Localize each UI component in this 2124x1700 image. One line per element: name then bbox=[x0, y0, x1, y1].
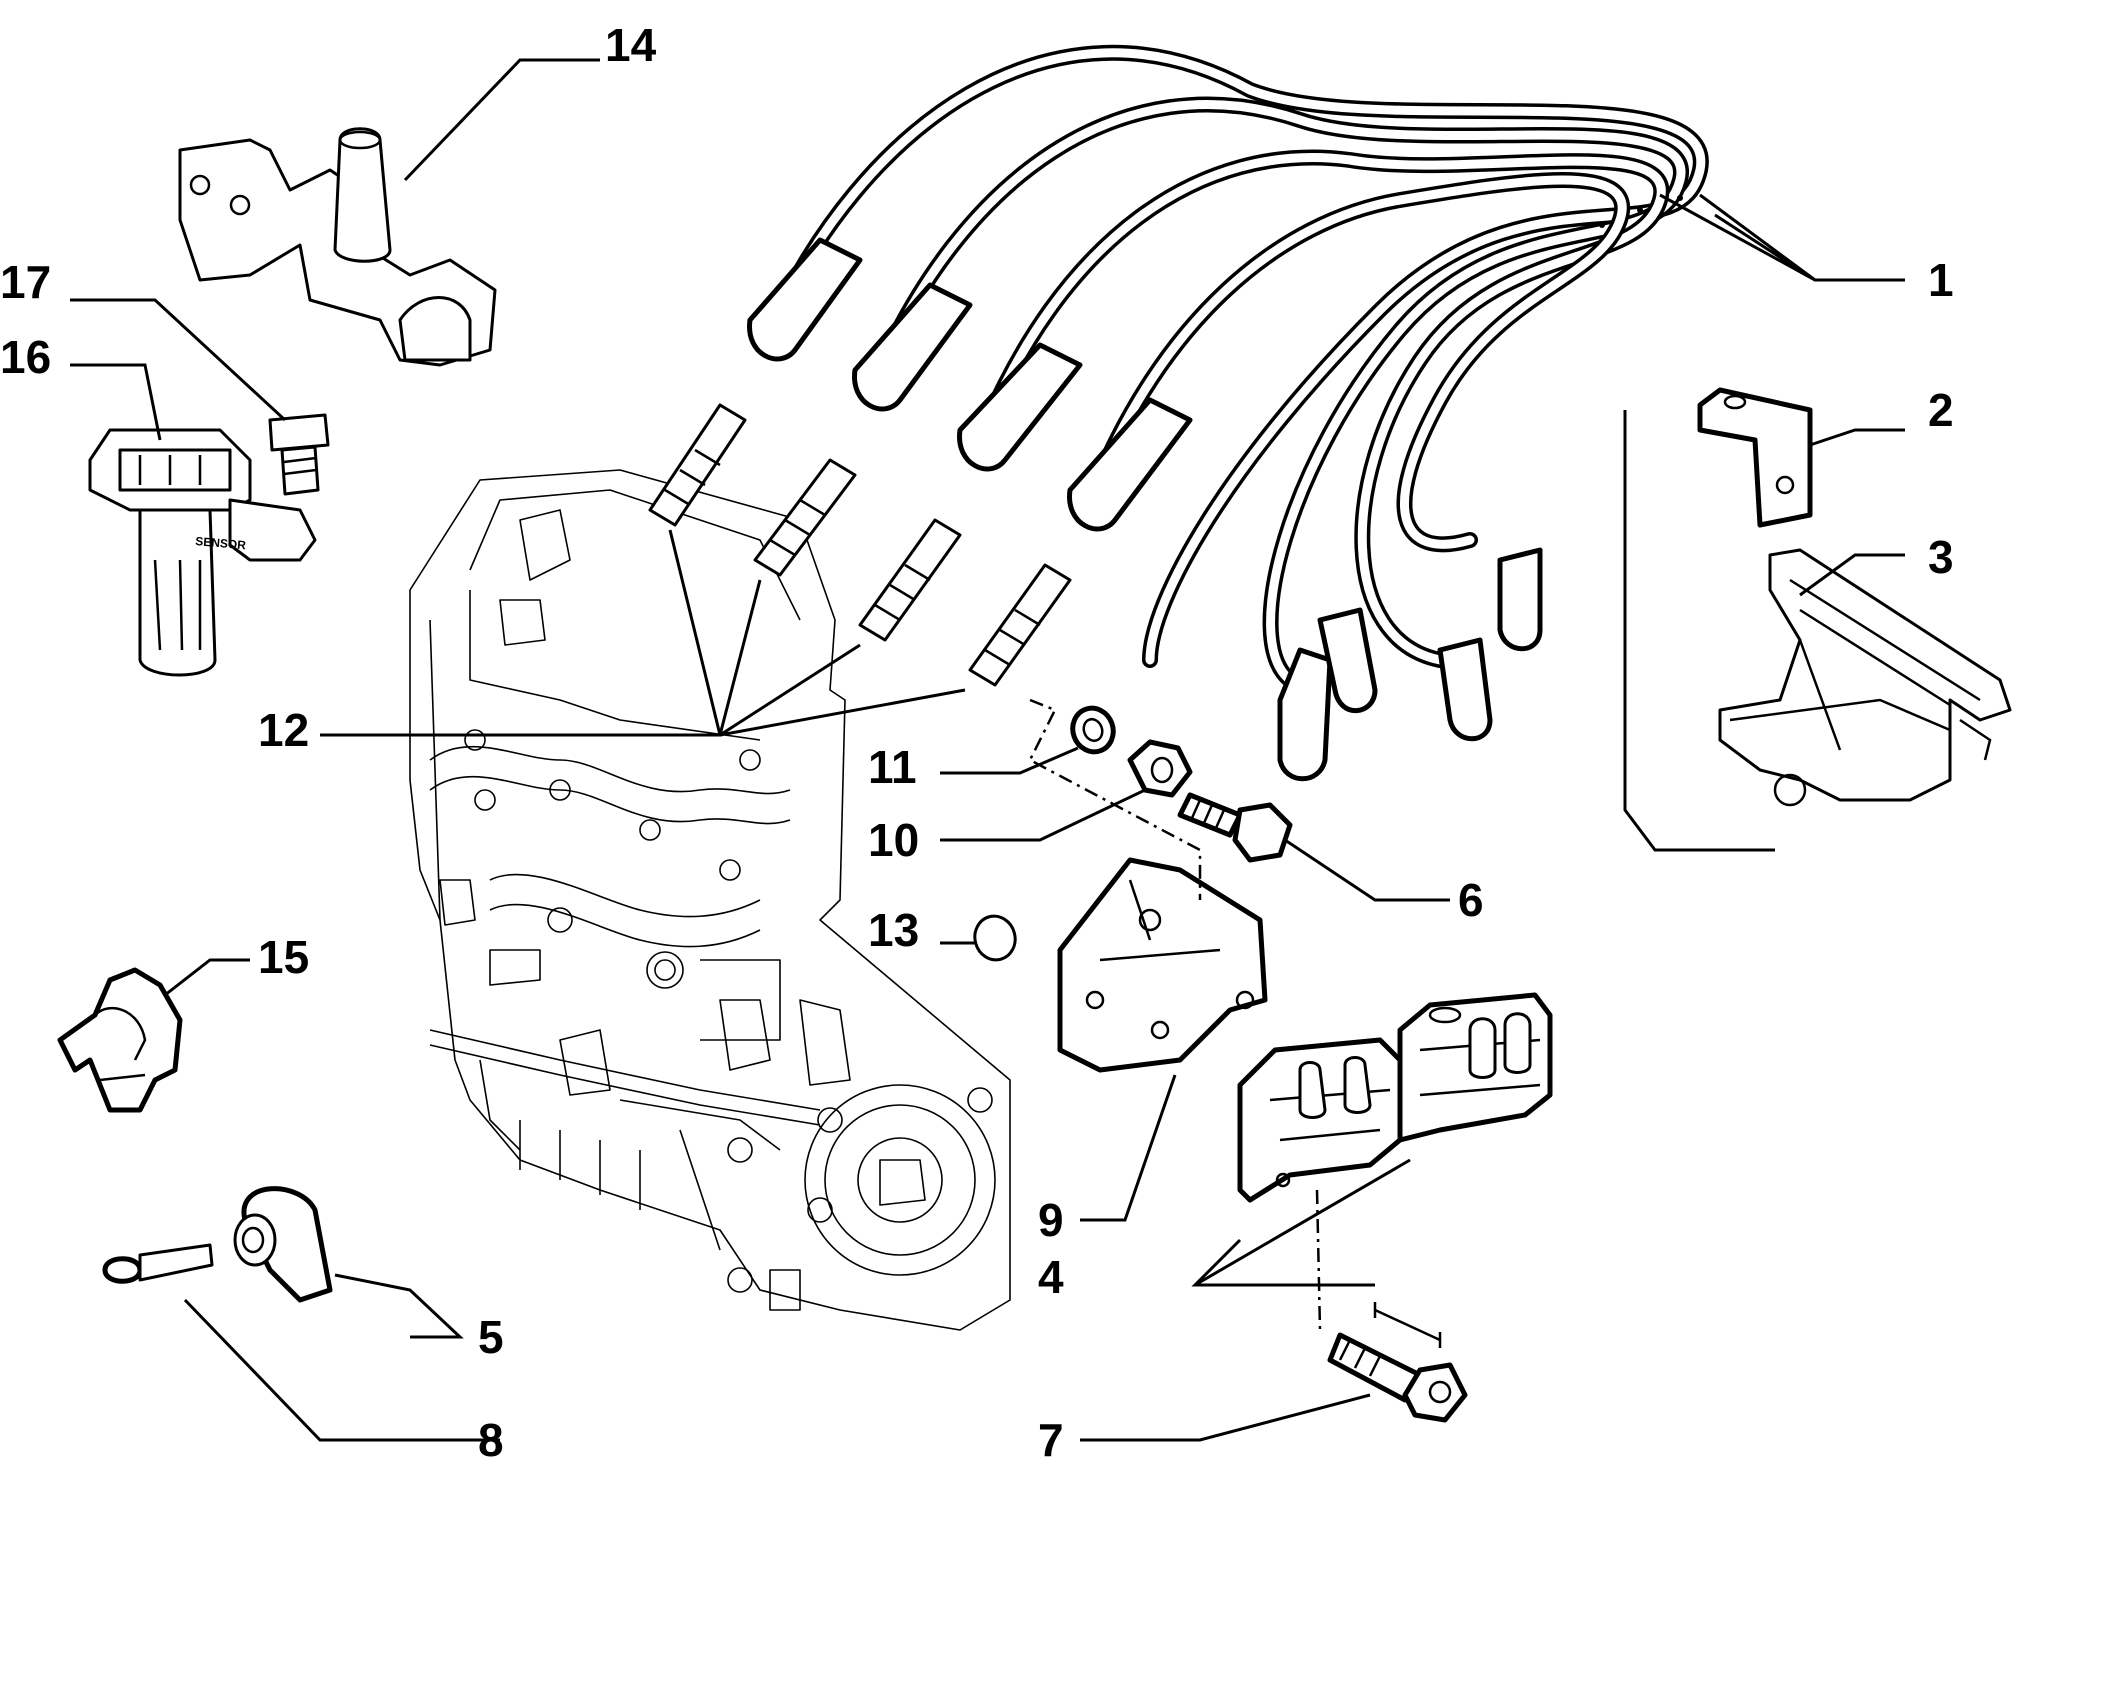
bracket-3 bbox=[1718, 548, 2012, 807]
callout-9: 9 bbox=[1038, 1194, 1064, 1246]
leader-lines bbox=[70, 58, 1905, 1442]
engine-block bbox=[409, 469, 1011, 1331]
bolt-8 bbox=[102, 1243, 214, 1284]
assembly-axis-7 bbox=[1315, 1189, 1322, 1331]
seal-13 bbox=[973, 914, 1017, 962]
ignition-leads bbox=[747, 44, 1709, 782]
callout-6: 6 bbox=[1458, 874, 1484, 926]
callout-10: 10 bbox=[868, 814, 919, 866]
spark-plugs bbox=[648, 403, 1072, 687]
callout-labels: 1 2 3 4 5 6 7 8 9 10 11 12 13 14 15 16 1… bbox=[0, 19, 1954, 1466]
knock-sensor-5 bbox=[233, 1186, 333, 1303]
callout-4: 4 bbox=[1038, 1251, 1064, 1303]
bolt-6 bbox=[1177, 792, 1293, 863]
callout-3: 3 bbox=[1928, 531, 1954, 583]
callout-12: 12 bbox=[258, 704, 309, 756]
callout-1: 1 bbox=[1928, 254, 1954, 306]
bracket-group-line bbox=[1623, 410, 1775, 852]
ignition-coils bbox=[1237, 992, 1553, 1203]
callout-13: 13 bbox=[868, 904, 919, 956]
callout-15: 15 bbox=[258, 931, 309, 983]
callout-7: 7 bbox=[1038, 1414, 1064, 1466]
assembly-axis-11 bbox=[1028, 698, 1202, 900]
callout-17: 17 bbox=[0, 256, 51, 308]
washer-11 bbox=[1070, 705, 1116, 755]
callout-16: 16 bbox=[0, 331, 51, 383]
washer-11-hole bbox=[1082, 717, 1104, 743]
bracket-2 bbox=[1697, 387, 1813, 528]
callout-2: 2 bbox=[1928, 384, 1954, 436]
callout-8: 8 bbox=[478, 1414, 504, 1466]
callout-14: 14 bbox=[605, 19, 657, 71]
sensor-16: SENSOR bbox=[88, 428, 317, 677]
callout-11: 11 bbox=[868, 741, 917, 793]
nut-10 bbox=[1127, 739, 1193, 798]
sensor-brand-label: SENSOR bbox=[195, 534, 247, 552]
bolt-17 bbox=[268, 413, 330, 496]
bracket-14 bbox=[178, 127, 497, 367]
clip-15 bbox=[57, 967, 183, 1113]
bolt-7 bbox=[1327, 1302, 1468, 1423]
callout-5: 5 bbox=[478, 1311, 504, 1363]
mounting-plate-9 bbox=[1057, 857, 1268, 1073]
